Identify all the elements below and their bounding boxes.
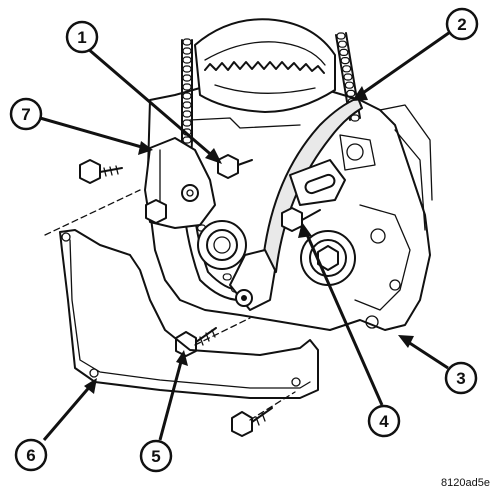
idler-pulley bbox=[300, 230, 356, 286]
chain-guide bbox=[261, 97, 363, 273]
bolt-item-1 bbox=[217, 154, 253, 179]
cam-sprocket bbox=[194, 18, 336, 113]
chain-link bbox=[182, 65, 192, 73]
callout-2-label: 2 bbox=[457, 15, 466, 34]
alignment-lines bbox=[44, 189, 296, 421]
chain-link bbox=[344, 81, 354, 89]
chain-link bbox=[222, 273, 232, 281]
callout-1: 1 bbox=[65, 20, 99, 54]
chain-link bbox=[182, 56, 192, 64]
callout-leaders bbox=[39, 28, 454, 441]
chain-link bbox=[182, 74, 192, 82]
bolt-upper-left bbox=[79, 159, 123, 184]
callout-7: 7 bbox=[9, 97, 43, 131]
chain-link bbox=[182, 101, 192, 109]
chain-link bbox=[342, 65, 352, 73]
chain-link bbox=[182, 38, 192, 46]
callout-5-label: 5 bbox=[151, 447, 160, 466]
callout-3: 3 bbox=[444, 361, 478, 395]
callout-7-label: 7 bbox=[21, 105, 30, 124]
chain-link bbox=[350, 114, 360, 122]
chain-link bbox=[336, 32, 346, 40]
chain-link bbox=[182, 83, 192, 91]
callout-4-label: 4 bbox=[379, 412, 389, 431]
callout-2: 2 bbox=[445, 7, 479, 41]
bolt-lower bbox=[231, 407, 273, 437]
crank-sprocket bbox=[197, 220, 247, 270]
chain-link bbox=[182, 136, 192, 144]
timing-cover bbox=[59, 229, 319, 399]
figure-id: 8120ad5e bbox=[441, 477, 490, 489]
bolt-bracket bbox=[145, 199, 167, 224]
callout-6-label: 6 bbox=[26, 446, 35, 465]
callout-5: 5 bbox=[139, 439, 173, 473]
chain-link bbox=[340, 56, 350, 65]
chain-link bbox=[337, 40, 347, 48]
chain-link bbox=[339, 48, 349, 57]
chain-link bbox=[343, 73, 353, 81]
callout-3-label: 3 bbox=[456, 369, 465, 388]
callout-4: 4 bbox=[367, 404, 401, 438]
chain-link bbox=[182, 110, 192, 118]
tensioner-arm bbox=[229, 249, 276, 311]
callout-1-label: 1 bbox=[77, 28, 86, 47]
callout-arrowheads bbox=[84, 86, 414, 394]
callout-6: 6 bbox=[14, 438, 48, 472]
chain-link bbox=[346, 89, 356, 98]
chain-link bbox=[182, 92, 192, 100]
chain-link bbox=[182, 47, 192, 55]
chain-link bbox=[182, 119, 192, 127]
